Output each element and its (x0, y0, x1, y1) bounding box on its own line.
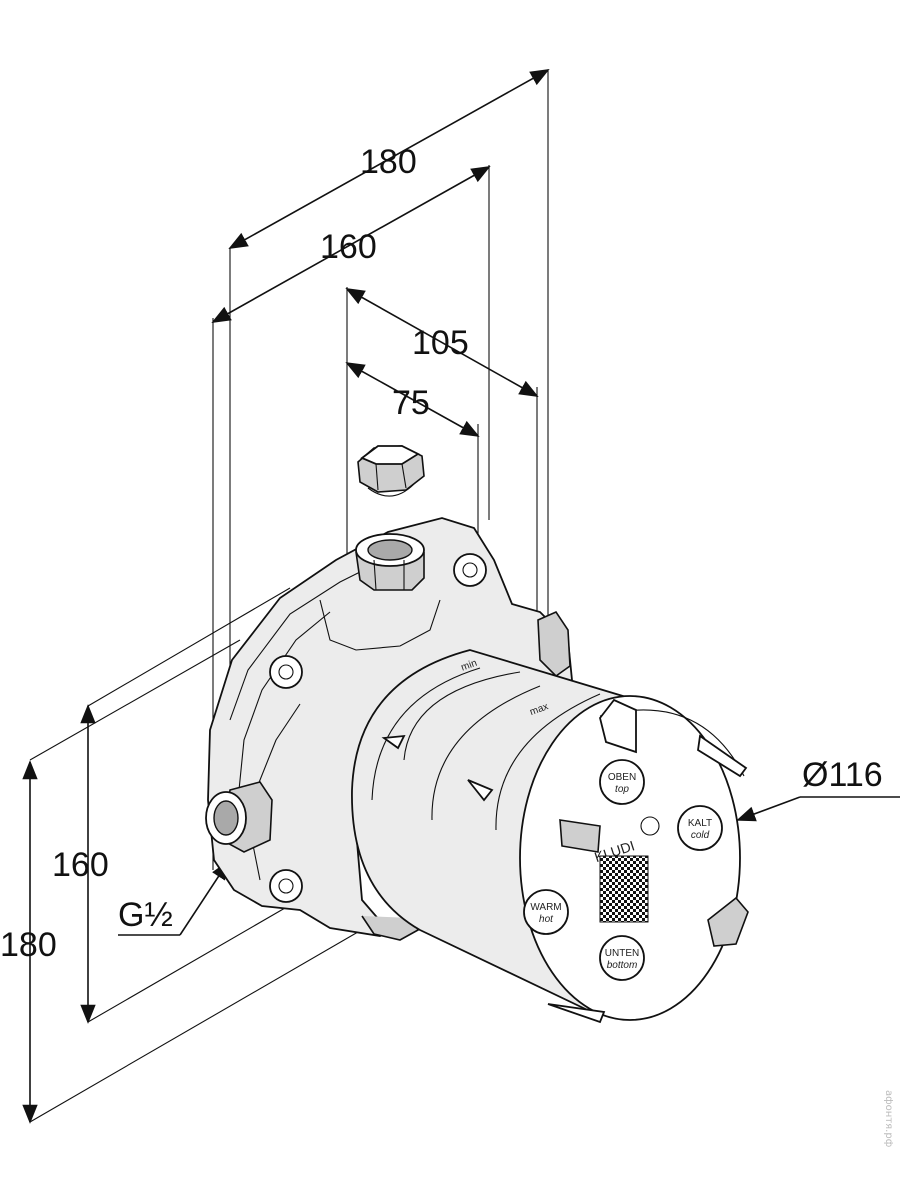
unten-badge (599, 935, 645, 981)
dimension-lines (22, 69, 900, 1124)
kalt-label: KALT (688, 818, 712, 829)
thread-label: G½ (118, 896, 173, 934)
dim-180-top: 180 (360, 143, 417, 181)
unten-en-label: bottom (607, 960, 638, 971)
dim-180-left: 180 (0, 926, 57, 964)
warm-badge (523, 889, 569, 935)
oben-badge (599, 759, 645, 805)
kalt-en-label: cold (691, 830, 710, 841)
dim-75: 75 (392, 384, 430, 422)
warm-label: WARM (530, 902, 561, 913)
brand-logo-icon (640, 816, 660, 836)
oben-en-label: top (615, 784, 629, 795)
kalt-badge (677, 805, 723, 851)
dim-160-left: 160 (52, 846, 109, 884)
dim-160-top: 160 (320, 228, 377, 266)
oben-label: OBEN (608, 772, 636, 783)
dim-diameter: Ø116 (802, 756, 883, 794)
dim-105: 105 (412, 324, 469, 362)
protective-cap: OBEN top KALT cold WARM hot UNTEN bottom… (519, 695, 749, 1024)
loose-nut (357, 445, 425, 497)
warm-en-label: hot (539, 914, 554, 925)
unten-label: UNTEN (605, 948, 639, 959)
min-mark: min (460, 658, 479, 674)
qr-code-icon (599, 855, 649, 923)
watermark: афонтя.рф (883, 1090, 894, 1148)
